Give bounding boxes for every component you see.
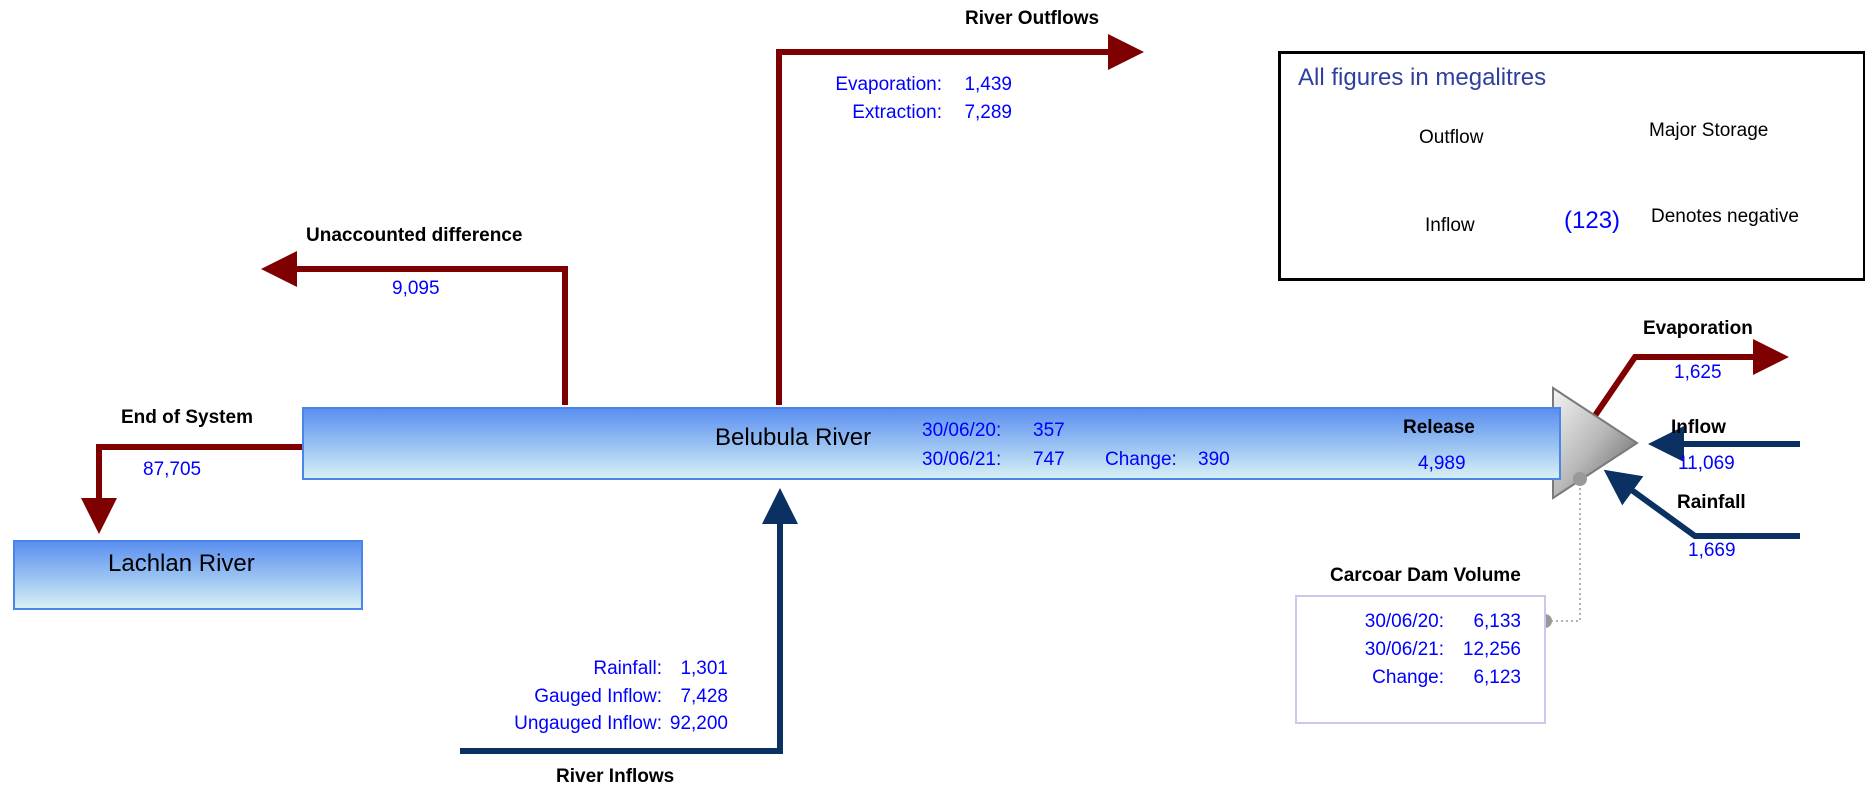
- dam-volume-box: [1295, 595, 1546, 724]
- unaccounted-label: Unaccounted difference: [306, 225, 523, 246]
- legend-inflow-label: Inflow: [1425, 215, 1475, 236]
- outflow-evaporation-value: 1,439: [964, 74, 1012, 95]
- outflow-evaporation-label: Evaporation:: [835, 74, 942, 95]
- river-outflows-arrow: [776, 34, 1144, 405]
- storage-inflow-value: 11,069: [1678, 453, 1735, 474]
- outflow-extraction-value: 7,289: [964, 102, 1012, 123]
- inflow-rainfall-label: Rainfall:: [593, 658, 662, 679]
- end-of-system-arrow: [81, 444, 302, 534]
- legend-title: All figures in megalitres: [1298, 64, 1547, 91]
- dam-title: Carcoar Dam Volume: [1330, 565, 1521, 586]
- end-of-system-value: 87,705: [143, 459, 202, 480]
- end-of-system-label: End of System: [121, 407, 253, 428]
- storage-rainfall-value: 1,669: [1688, 540, 1736, 561]
- unaccounted-value: 9,095: [392, 278, 440, 299]
- storage-rainfall-arrow: [1603, 469, 1800, 539]
- unaccounted-difference-arrow: [261, 251, 568, 405]
- release-label: Release: [1403, 417, 1475, 438]
- dam-connector-line: [1545, 478, 1581, 622]
- river-date2: 30/06/21:: [922, 449, 1002, 470]
- river-value1: 357: [1033, 420, 1065, 441]
- inflow-gauged-label: Gauged Inflow:: [534, 686, 662, 707]
- river-inflows-arrow: [460, 488, 798, 754]
- dam-row2-label: 30/06/21:: [1364, 639, 1444, 660]
- river-date1: 30/06/20:: [922, 420, 1002, 441]
- legend-negative-label: Denotes negative: [1651, 206, 1799, 227]
- dam-connector-dot-top: [1573, 472, 1587, 486]
- lachlan-river-box: [13, 540, 363, 610]
- release-value: 4,989: [1418, 453, 1466, 474]
- inflow-ungauged-value: 92,200: [669, 713, 728, 734]
- dam-row1-value: 6,133: [1473, 611, 1521, 632]
- legend-outflow-label: Outflow: [1419, 127, 1484, 148]
- inflow-rainfall-value: 1,301: [680, 658, 728, 679]
- river-outflows-label: River Outflows: [965, 8, 1100, 29]
- river-change-label: Change:: [1105, 449, 1177, 470]
- storage-evaporation-arrow: [1589, 339, 1789, 422]
- river-name: Belubula River: [715, 424, 872, 451]
- outflow-extraction-label: Extraction:: [852, 102, 942, 123]
- river-value2: 747: [1033, 449, 1065, 470]
- storage-evaporation-label: Evaporation: [1643, 318, 1753, 339]
- legend-negative-example: (123): [1564, 207, 1621, 234]
- legend-box: [1278, 51, 1865, 281]
- legend-storage-label: Major Storage: [1649, 120, 1769, 141]
- inflow-ungauged-label: Ungauged Inflow:: [514, 713, 662, 734]
- storage-evaporation-value: 1,625: [1674, 362, 1722, 383]
- inflow-gauged-value: 7,428: [680, 686, 728, 707]
- dam-row2-value: 12,256: [1462, 639, 1521, 660]
- lachlan-river-name: Lachlan River: [108, 550, 255, 577]
- dam-row3-label: Change:: [1372, 667, 1444, 688]
- storage-rainfall-label: Rainfall: [1677, 492, 1746, 513]
- river-inflows-label: River Inflows: [556, 766, 675, 787]
- storage-inflow-label: Inflow: [1671, 417, 1726, 438]
- river-change-value: 390: [1198, 449, 1230, 470]
- dam-row1-label: 30/06/20:: [1364, 611, 1444, 632]
- dam-row3-value: 6,123: [1473, 667, 1521, 688]
- belubula-river-box: [302, 407, 1561, 480]
